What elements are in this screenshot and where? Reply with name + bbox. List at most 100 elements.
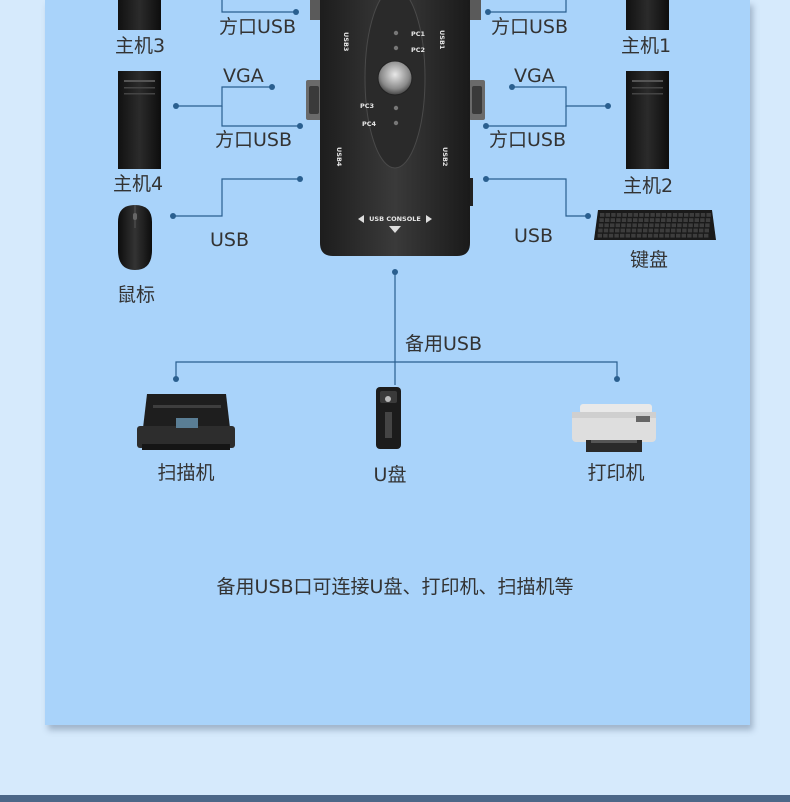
keyboard-key	[677, 218, 683, 222]
keyboard-key	[664, 233, 670, 238]
diagram-caption: 备用USB口可连接U盘、打印机、扫描机等	[216, 576, 574, 598]
label-host4: 主机4	[113, 173, 164, 195]
keyboard-key	[598, 228, 603, 233]
keyboard-key	[667, 213, 672, 217]
line-host4-usb	[221, 106, 300, 127]
keyboard-key	[706, 213, 711, 217]
keyboard-key	[614, 233, 619, 238]
keyboard-key	[665, 228, 670, 233]
keyboard-key	[700, 218, 705, 222]
keyboard-key	[704, 228, 709, 233]
keyboard-key	[687, 233, 692, 238]
keyboard-key	[644, 218, 649, 222]
host1-tower	[626, 0, 669, 30]
keyboard-key	[605, 213, 610, 217]
keyboard-key	[694, 223, 699, 228]
keyboard-key	[655, 218, 660, 222]
line-spare-usb-bus	[175, 361, 618, 379]
keyboard-key	[699, 223, 704, 228]
label-spare-usb: 备用USB	[405, 333, 483, 355]
label-printer: 打印机	[587, 462, 645, 484]
keyboard-key	[688, 223, 693, 228]
keyboard-key	[705, 223, 710, 228]
keyboard-key	[616, 218, 621, 222]
usb-drive-device	[376, 387, 401, 449]
mouse-device	[118, 205, 152, 270]
line-keyboard	[486, 178, 588, 217]
keyboard-key	[699, 228, 704, 233]
keyboard-key	[678, 213, 683, 217]
label-vga-left: VGA	[223, 65, 264, 87]
keyboard-key	[684, 213, 689, 217]
line-mouse	[173, 178, 300, 217]
keyboard-key	[611, 213, 616, 217]
keyboard-key	[660, 223, 665, 228]
keyboard-key	[693, 228, 698, 233]
keyboard-key	[649, 218, 655, 222]
label-scanner: 扫描机	[157, 462, 215, 484]
keyboard-key	[625, 233, 630, 238]
keyboard-key	[648, 233, 653, 238]
line-host3-usb	[221, 0, 296, 13]
line-host2-usb	[486, 106, 567, 127]
keyboard-key	[705, 218, 711, 222]
keyboard-key	[621, 218, 627, 222]
keyboard-key	[610, 218, 615, 222]
keyboard-key	[643, 223, 648, 228]
line-host1-usb	[488, 0, 567, 13]
switch-label-usb3: USB3	[342, 32, 350, 51]
keyboard-key	[621, 223, 626, 228]
keyboard-key	[636, 233, 642, 238]
keyboard-key	[682, 223, 688, 228]
keyboard-key	[670, 233, 675, 238]
label-usb-square-top-right: 方口USB	[491, 16, 569, 38]
switch-label-pc3: PC3	[360, 102, 374, 110]
keyboard-key	[615, 223, 620, 228]
keyboard-key	[632, 223, 637, 228]
switch-label-usb2: USB2	[441, 147, 449, 166]
label-usb-square-left: 方口USB	[215, 129, 293, 151]
scanner-device	[137, 394, 235, 450]
keyboard-key	[604, 223, 609, 228]
keyboard-key	[671, 223, 676, 228]
keyboard-key	[638, 223, 643, 228]
keyboard-key	[626, 223, 632, 228]
keyboard-key	[615, 228, 620, 233]
keyboard-key	[597, 233, 602, 238]
label-usb-keyboard: USB	[514, 225, 554, 247]
keyboard-key	[650, 213, 655, 217]
bottom-band	[0, 795, 790, 802]
label-host1: 主机1	[621, 35, 672, 57]
keyboard-key	[599, 218, 604, 222]
keyboard-key	[631, 228, 637, 233]
host4-tower	[118, 71, 161, 169]
keyboard-key	[654, 228, 659, 233]
label-host2: 主机2	[623, 175, 674, 197]
keyboard-key	[620, 228, 625, 233]
line-host2-vga	[512, 86, 608, 107]
kvm-switch	[306, 0, 485, 256]
label-usb-mouse: USB	[210, 229, 250, 251]
keyboard-key	[694, 218, 699, 222]
keyboard-key	[600, 213, 605, 217]
keyboard-key	[598, 223, 604, 228]
label-udisk: U盘	[373, 464, 407, 486]
keyboard-key	[653, 233, 658, 238]
keyboard-key	[704, 233, 709, 238]
keyboard-key	[631, 233, 636, 238]
host3-tower	[118, 0, 161, 30]
line-host4-vga	[176, 86, 272, 107]
keyboard-key	[681, 233, 686, 238]
keyboard-key	[637, 228, 642, 233]
keyboard-key	[676, 228, 681, 233]
keyboard-key	[672, 213, 678, 217]
keyboard-key	[649, 223, 654, 228]
keyboard-key	[698, 233, 703, 238]
switch-label-usb1: USB1	[438, 30, 446, 50]
label-usb-square-top-left: 方口USB	[219, 16, 297, 38]
keyboard-key	[638, 218, 643, 222]
keyboard-key	[666, 223, 671, 228]
keyboard-key	[700, 213, 706, 217]
keyboard-key	[687, 228, 693, 233]
